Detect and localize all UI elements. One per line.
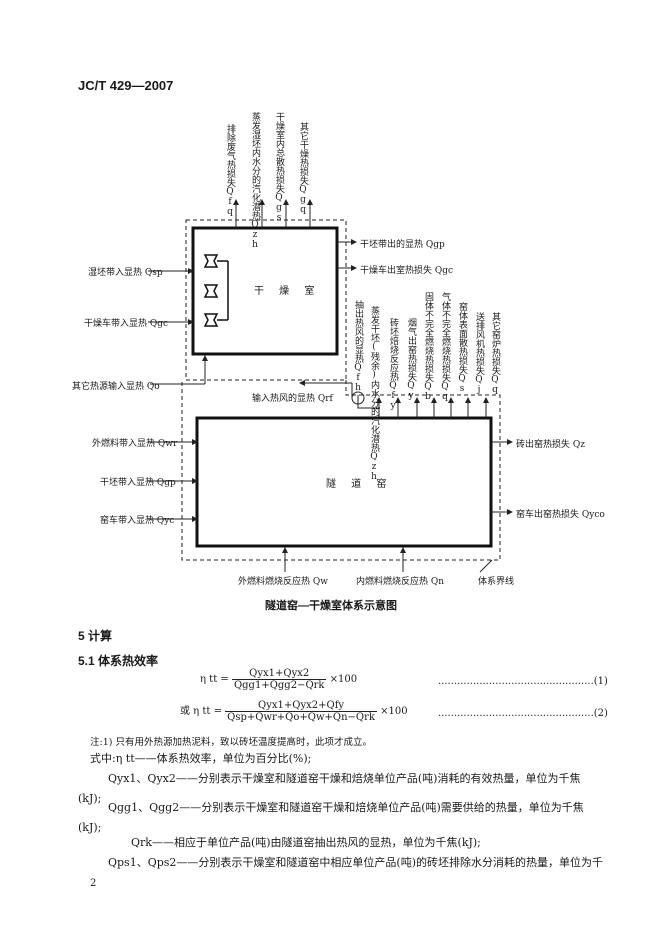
label-hot-air-in: 输入热风的显热 Qrf (252, 394, 333, 404)
label-ext-fuel: 外燃料带入显热 Qwr (92, 439, 178, 449)
def-line-3: (kJ); (78, 792, 102, 805)
label-kiln-car-out: 窑车出窑热损失 Qyco (516, 510, 605, 520)
eq1-number: ........................................… (438, 676, 608, 687)
label-ext-fuel-react: 外燃料燃烧反应热 Qw (238, 577, 328, 587)
label-dry-blank-out: 干坯带出的显热 Qgp (360, 240, 445, 250)
label-brick-out: 砖出窑热损失 Qz (516, 440, 585, 450)
dryer-boundary (185, 219, 347, 381)
kiln-boundary (181, 380, 501, 561)
section-5-1-heading: 5.1 体系热效率 (78, 654, 159, 668)
eq1-fraction: Qyx1+Qyx2 Qgg1+Qgg2−Qrk (231, 668, 327, 691)
kiln-title: 隧 道 窑 (326, 479, 393, 490)
standard-code: JC/T 429—2007 (78, 78, 174, 93)
page-number: 2 (90, 878, 97, 889)
eq1-tail: ×100 (329, 674, 358, 685)
eq2-lhs: 或 η tt = (180, 706, 222, 717)
kiln-loss-8: 送排风机热损失Qj (474, 312, 484, 395)
eq1-denominator: Qgg1+Qgg2−Qrk (233, 680, 325, 691)
label-dryer-car-out: 干燥车出室热损失 Qgc (360, 266, 454, 276)
label-other-source: 其它热源输入显热 Qo (72, 382, 160, 392)
eq1-numerator: Qyx1+Qyx2 (231, 668, 327, 680)
label-dry-blank: 干坯带入显热 Qgp (100, 478, 176, 488)
kiln-loss-9: 其它窑炉热损失Qq (490, 312, 500, 395)
top-loss-4: 其它干燥热损失Qgq (298, 122, 308, 215)
dryer-box (191, 226, 339, 356)
top-loss-3: 干燥室内总散热损失Qgs (274, 112, 284, 223)
top-loss-1: 排除废气热损失Qfq (225, 124, 235, 217)
def-line-2: Qyx1、Qyx2——分别表示干燥室和隧道窑干燥和焙烧单位产品(吨)消耗的有效热… (108, 772, 581, 785)
equation-1: η tt = Qyx1+Qyx2 Qgg1+Qgg2−Qrk ×100 (200, 668, 357, 691)
label-boundary: 体系界线 (478, 577, 515, 587)
system-diagram (148, 199, 513, 573)
kiln-loss-1: 抽出热风的显热Qfh (353, 300, 363, 393)
def-line-6: Qrk——相应于单位产品(吨)由隧道窑抽出热风的显热，单位为千焦(kJ); (131, 836, 481, 849)
kiln-loss-6: 气体不完全燃烧热损失Qq (440, 292, 450, 402)
note-1: 注:1) 只有用外热源加热泥料，致以砖坯温度提高时，此项才成立。 (90, 737, 372, 748)
kiln-loss-3: 砖坯焙烧反应热Qfy (388, 318, 398, 411)
label-kiln-car: 窑车带入显热 Qyc (100, 516, 175, 526)
def-line-5: (kJ); (78, 821, 102, 834)
eq2-denominator: Qsp+Qwr+Qo+Qw+Qn−Qrk (227, 712, 375, 723)
label-int-fuel-react: 内燃料燃烧反应热 Qn (356, 577, 445, 587)
top-loss-2: 蒸发湿坯内水分的汽化潜热Qzh (250, 112, 260, 250)
kiln-loss-4: 烟气出窑热损失Qy (406, 318, 416, 401)
eq2-number: ........................................… (438, 708, 608, 719)
eq2-fraction: Qyx1+Qyx2+Qfy Qsp+Qwr+Qo+Qw+Qn−Qrk (225, 700, 377, 723)
label-dryer-car: 干燥车带入显热 Qgc (84, 319, 169, 329)
label-wet-blank: 湿坯带入显热 Qsp (88, 268, 163, 278)
equation-2: 或 η tt = Qyx1+Qyx2+Qfy Qsp+Qwr+Qo+Qw+Qn−… (180, 700, 408, 723)
eq1-lhs: η tt = (200, 674, 229, 685)
kiln-loss-5: 固体不完全燃烧热损失Qb (423, 292, 433, 402)
figure-caption: 隧道窑—干燥室体系示意图 (265, 600, 397, 612)
section-5-heading: 5 计算 (78, 629, 113, 643)
eq2-numerator: Qyx1+Qyx2+Qfy (225, 700, 377, 712)
eq2-tail: ×100 (380, 706, 408, 717)
kiln-loss-2: 蒸发干坯(残余)内水分的汽化潜热Qzh (369, 306, 379, 482)
def-line-4: Qgg1、Qgg2——分别表示干燥室和隧道窑干燥和焙烧单位产品(吨)需要供给的热… (108, 801, 584, 814)
def-line-1: 式中:η tt——体系热效率，单位为百分比(%); (90, 752, 312, 765)
dryer-trolley-icons (203, 254, 229, 327)
kiln-loss-7: 窑体表面散热损失Qs (457, 302, 467, 394)
def-line-7: Qps1、Qps2——分别表示干燥室和隧道窑中相应单位产品(吨)的砖坯排除水分消… (108, 856, 603, 869)
dryer-title: 干 燥 室 (254, 286, 321, 297)
